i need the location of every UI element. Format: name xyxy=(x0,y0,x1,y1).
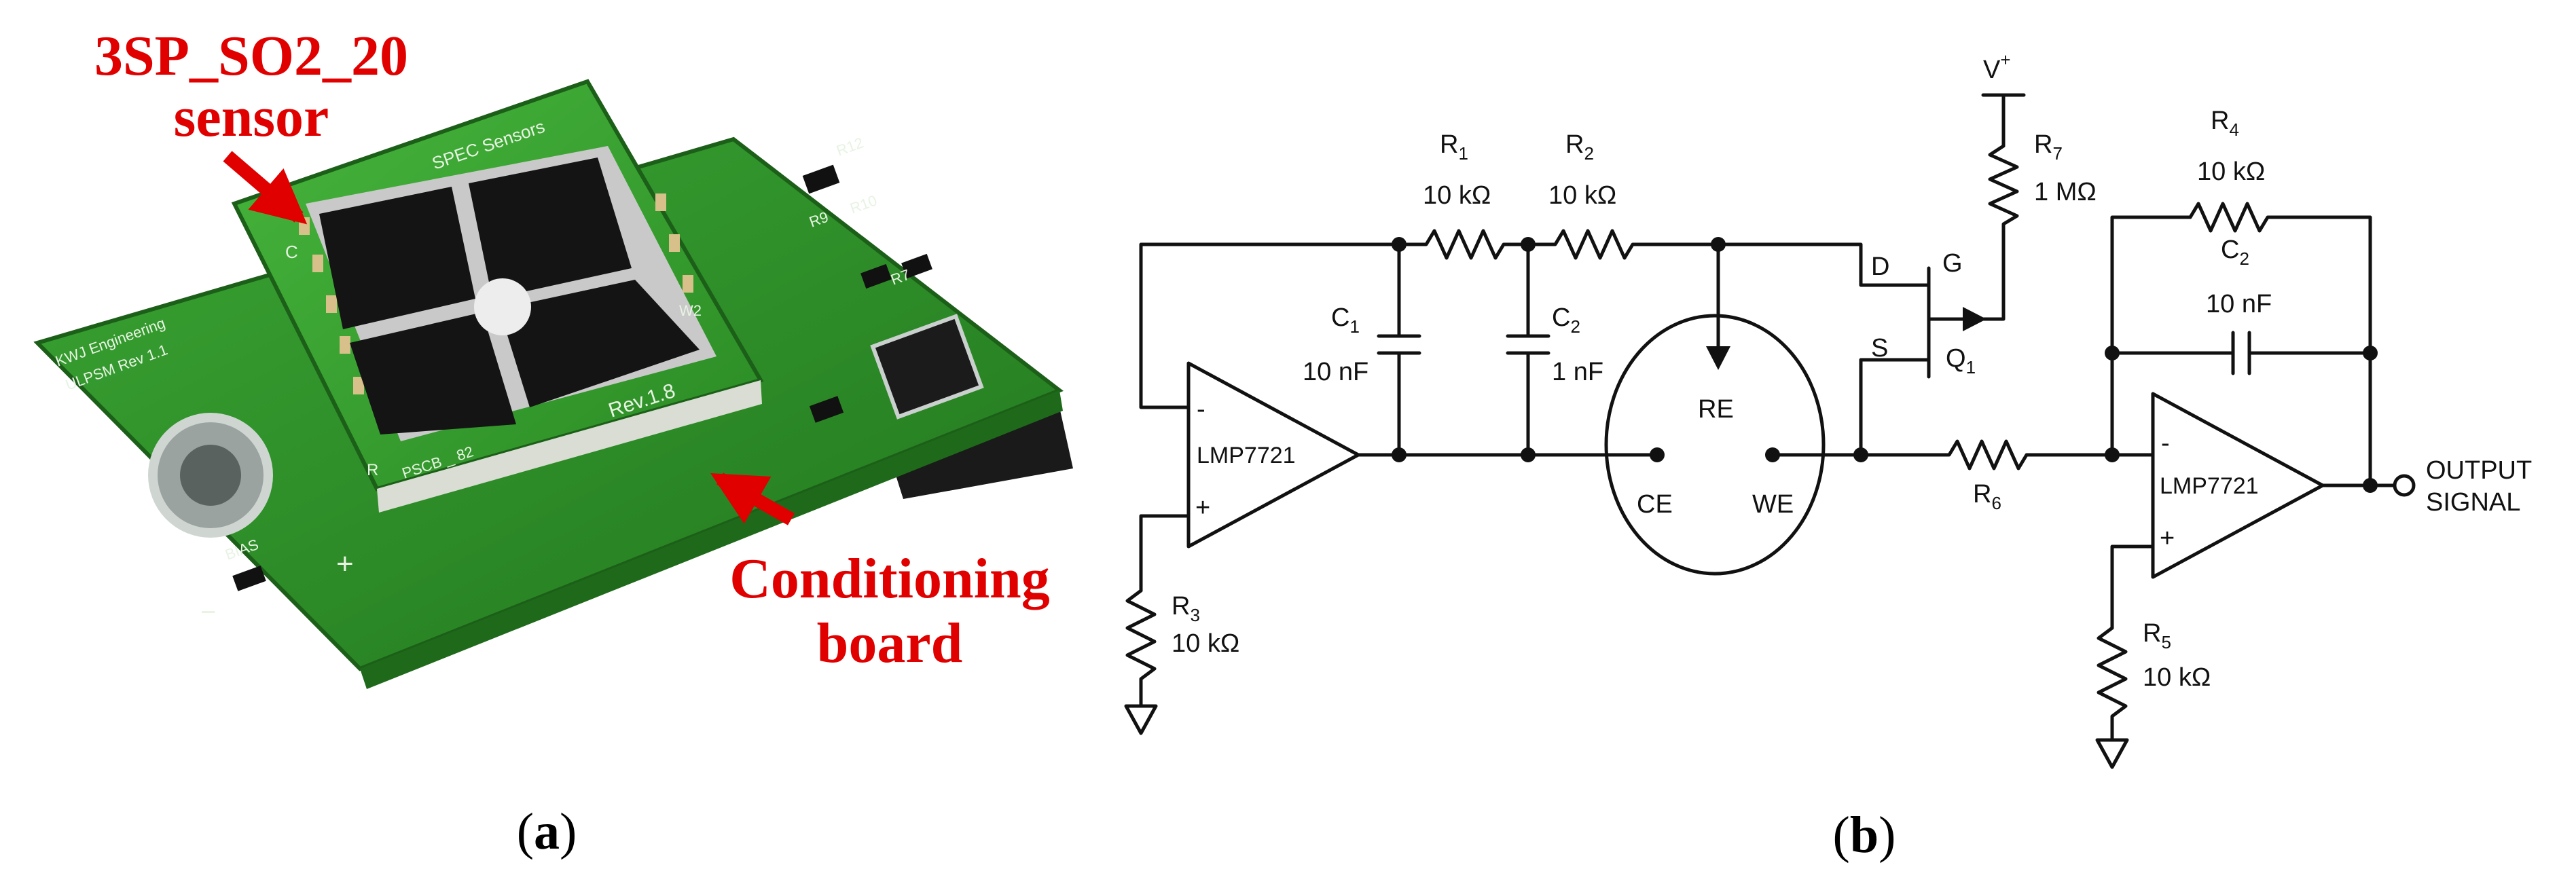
q1-label: Q1 xyxy=(1946,344,1976,377)
r4-label: R4 xyxy=(2211,107,2239,140)
sensor-label-line1: 3SP_SO2_20 xyxy=(94,24,408,88)
fet-gate-arrow xyxy=(1963,307,1987,331)
r2-value: 10 kΩ xyxy=(1548,181,1616,210)
r4-value: 10 kΩ xyxy=(2197,158,2265,186)
sensor-cell xyxy=(319,187,475,329)
board-arrow xyxy=(710,473,795,525)
smd-part xyxy=(809,396,844,423)
c2b-label: C2 xyxy=(2221,236,2249,269)
board-label-line2: board xyxy=(817,612,963,675)
wire-opamp1-minus-feedback xyxy=(1139,242,1401,409)
c2b-value: 10 nF xyxy=(2206,290,2272,318)
caption-a: (a) xyxy=(517,803,577,860)
r2-label: R2 xyxy=(1565,130,1594,164)
smd-part xyxy=(232,566,266,591)
wire-fet-source xyxy=(1859,358,1931,457)
sensor-label-line2: sensor xyxy=(174,86,329,149)
panel-b: LMP7721 - + R3 10 kΩ R1 10 kΩ R2 10 kΩ C… xyxy=(1124,50,2532,864)
sensor-cell xyxy=(499,280,700,407)
resistor-r6 xyxy=(1859,439,2114,470)
r1-label: R1 xyxy=(1440,130,1468,164)
output-label-line1: OUTPUT xyxy=(2426,456,2532,485)
r3-label: R3 xyxy=(1172,592,1200,625)
opamp1-minus: - xyxy=(1197,395,1205,424)
sensor-cell xyxy=(350,312,516,434)
resistor-r2 xyxy=(1526,229,1720,260)
r7-label: R7 xyxy=(2034,130,2063,164)
ce-label: CE xyxy=(1637,490,1673,519)
opamp2-triangle xyxy=(2151,392,2325,579)
board-label-line1: Conditioning xyxy=(729,547,1050,610)
sensor-arrow xyxy=(223,151,308,225)
wire-fet-gate xyxy=(1927,253,2006,321)
opamp1-triangle xyxy=(1186,361,1360,549)
opamp1-label: LMP7721 xyxy=(1197,443,1296,468)
resistor-r5 xyxy=(2097,626,2128,742)
r5-label: R5 xyxy=(2143,619,2171,652)
opamp2-label: LMP7721 xyxy=(2160,473,2259,499)
silk-plus: + xyxy=(336,547,354,580)
mounting-hole-center xyxy=(180,445,241,506)
output-label-line2: SIGNAL xyxy=(2426,488,2520,517)
silk-r12: R12 xyxy=(834,134,865,159)
r3-value: 10 kΩ xyxy=(1172,629,1239,658)
silk-w2: W2 xyxy=(679,302,702,319)
sensor-cell xyxy=(469,158,632,299)
wire-opamp2-feedback-left xyxy=(2110,215,2192,457)
re-label: RE xyxy=(1698,395,1734,424)
vplus-label: V+ xyxy=(1983,50,2011,84)
electrochemical-cell xyxy=(1604,314,1826,576)
c1-label: C1 xyxy=(1331,303,1360,337)
smd-part xyxy=(860,263,892,289)
c1-value: 10 nF xyxy=(1303,358,1368,386)
fet-g-label: G xyxy=(1942,249,1963,278)
opamp2-plus: + xyxy=(2160,524,2175,553)
inductor xyxy=(870,314,984,420)
wire-opamp2-plus xyxy=(2110,544,2155,630)
smd-part xyxy=(901,253,932,279)
r6-label: R6 xyxy=(1973,480,2001,513)
resistor-r1 xyxy=(1397,229,1530,260)
opamp2-minus: - xyxy=(2161,429,2170,458)
c2a-value: 1 nF xyxy=(1552,358,1603,386)
conditioning-board-edge xyxy=(360,390,1063,689)
r1-value: 10 kΩ xyxy=(1423,181,1491,210)
r7-value: 1 MΩ xyxy=(2034,178,2097,206)
resistor-r4 xyxy=(2188,202,2372,487)
panel-a: KWJ Engineering ULPSM Rev 1.1 BIAS − + R… xyxy=(33,24,1073,860)
silk-r10: R10 xyxy=(848,191,879,217)
ground-symbol-1 xyxy=(1124,704,1158,735)
wire-opamp1-plus xyxy=(1139,514,1191,593)
caption-b: (b) xyxy=(1833,807,1896,864)
output-terminal xyxy=(2393,474,2416,497)
fet-s-label: S xyxy=(1871,334,1888,363)
silk-minus: − xyxy=(200,597,216,627)
sensor-center-disc xyxy=(474,278,531,335)
re-arrowhead xyxy=(1706,346,1730,370)
fet-d-label: D xyxy=(1871,253,1889,281)
smd-part xyxy=(802,164,840,194)
resistor-r7 xyxy=(1988,144,2019,257)
r5-value: 10 kΩ xyxy=(2143,663,2211,692)
pcb-photo: KWJ Engineering ULPSM Rev 1.1 BIAS − + R… xyxy=(33,79,1073,689)
junction-dots xyxy=(1392,237,2378,493)
silk-r-pin: R xyxy=(367,461,378,479)
we-label: WE xyxy=(1752,490,1794,519)
sensor-carrier-board-edge xyxy=(377,380,762,513)
ground-symbol-2 xyxy=(2095,738,2129,769)
resistor-r3 xyxy=(1125,589,1157,708)
opamp1-plus: + xyxy=(1195,494,1210,522)
wire-fet-drain xyxy=(1716,242,1931,287)
c2a-label: C2 xyxy=(1552,303,1580,337)
silk-c-pin: C xyxy=(285,242,298,262)
